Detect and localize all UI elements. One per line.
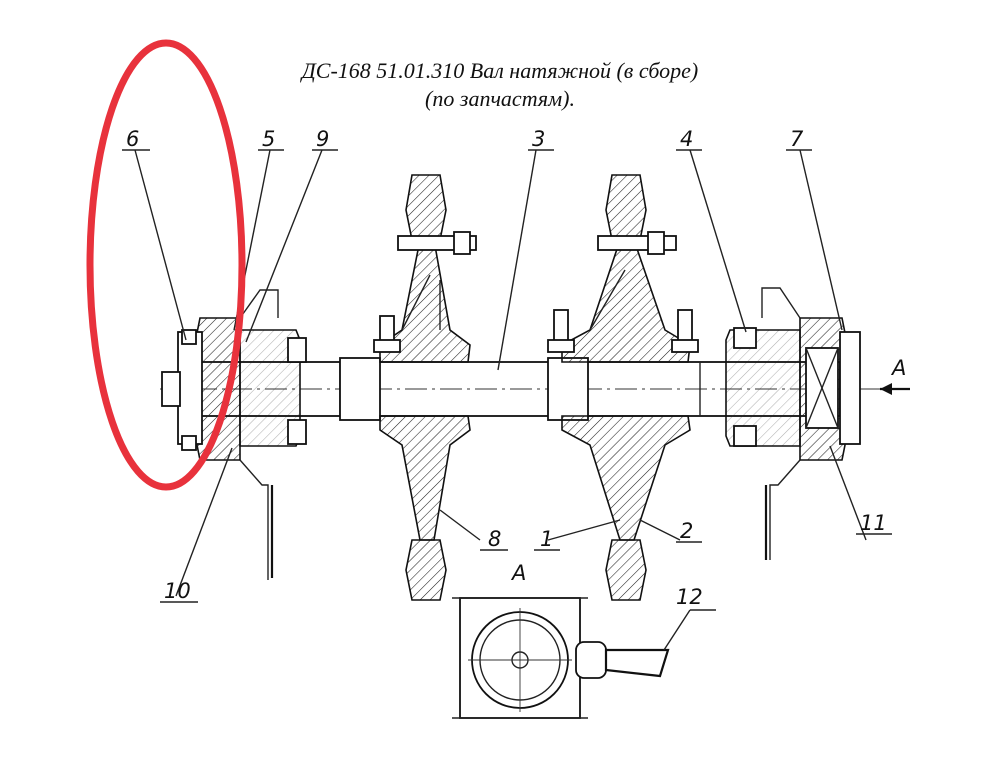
section-view-a: A: [452, 561, 716, 719]
view-arrow-label: A: [890, 356, 906, 380]
bearing-housing-left: [161, 289, 307, 580]
callout-4: 4: [680, 127, 693, 151]
sprocket-right: [547, 174, 699, 601]
callout-1: 1: [540, 527, 553, 551]
drawing-title-line2: (по запчастям).: [425, 86, 575, 111]
highlight-ellipse: [86, 39, 246, 491]
sprocket-left: [373, 174, 477, 601]
callout-9: 9: [316, 127, 329, 151]
callout-3: 3: [532, 127, 545, 151]
bearing-housing-right: [725, 287, 861, 560]
callout-2: 2: [680, 519, 693, 543]
callout-12: 12: [676, 585, 703, 609]
view-arrow-a: A: [880, 356, 910, 395]
callout-6: 6: [126, 127, 139, 151]
callout-10: 10: [164, 579, 191, 603]
callout-7: 7: [790, 127, 804, 151]
callout-5: 5: [262, 127, 275, 151]
section-view-label: A: [510, 561, 526, 585]
callouts: 6 5 9 3 4 7 8 1 2 10 11 12: [122, 127, 892, 609]
callout-11: 11: [860, 511, 887, 535]
leader-lines: [134, 149, 867, 597]
callout-8: 8: [488, 527, 501, 551]
drawing-title-line1: ДС-168 51.01.310 Вал натяжной (в сборе): [301, 58, 699, 83]
